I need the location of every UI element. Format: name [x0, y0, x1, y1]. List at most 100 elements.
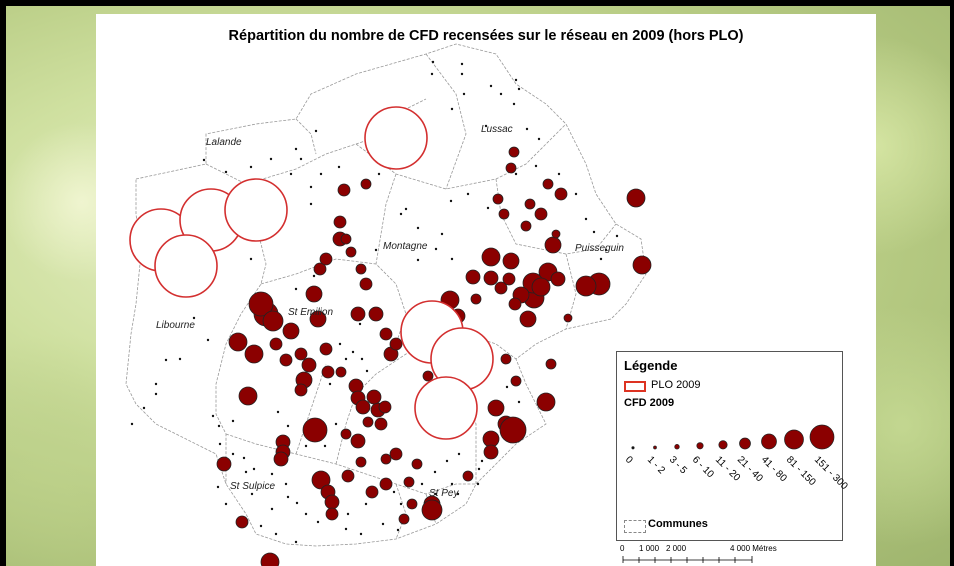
legend-class-label: 41 - 80 — [759, 454, 789, 484]
cfd-small-dot — [480, 459, 484, 463]
cfd-small-dot — [304, 444, 308, 448]
cfd-small-dot — [286, 424, 290, 428]
cfd-small-dot — [244, 470, 248, 474]
cfd-circle — [500, 353, 512, 365]
cfd-small-dot — [294, 287, 298, 291]
commune-label-lalande: Lalande — [206, 137, 242, 148]
plo-swatch — [624, 381, 646, 392]
cfd-small-dot — [604, 248, 608, 252]
cfd-small-dot — [142, 406, 146, 410]
cfd-small-dot — [615, 234, 619, 238]
cfd-small-dot — [154, 382, 158, 386]
cfd-small-dot — [499, 92, 503, 96]
cfd-small-dot — [274, 532, 278, 536]
cfd-circle — [362, 416, 374, 428]
cfd-small-dot — [337, 165, 341, 169]
cfd-circle — [519, 310, 537, 328]
cfd-small-dot — [323, 444, 327, 448]
cfd-small-dot — [434, 492, 438, 496]
cfd-small-dot — [130, 422, 134, 426]
cfd-circle — [551, 229, 561, 239]
legend-cfd-symbol — [696, 442, 704, 450]
cfd-small-dot — [457, 452, 461, 456]
cfd-circle — [389, 447, 403, 461]
plo-legend-label: PLO 2009 — [651, 379, 701, 391]
cfd-circle — [550, 271, 566, 287]
cfd-small-dot — [202, 158, 206, 162]
cfd-small-dot — [574, 192, 578, 196]
cfd-circle — [421, 499, 443, 521]
cfd-small-dot — [218, 442, 222, 446]
cfd-small-dot — [294, 540, 298, 544]
cfd-circle — [324, 494, 340, 510]
cfd-small-dot — [537, 137, 541, 141]
cfd-circle — [534, 207, 548, 221]
cfd-small-dot — [269, 157, 273, 161]
cfd-small-dot — [295, 501, 299, 505]
cfd-circle — [378, 400, 392, 414]
cfd-small-dot — [328, 382, 332, 386]
cfd-circle — [520, 220, 532, 232]
cfd-circle — [481, 247, 501, 267]
cfd-circle — [462, 470, 474, 482]
cfd-circle — [508, 146, 520, 158]
cfd-small-dot — [592, 230, 596, 234]
cfd-small-dot — [381, 522, 385, 526]
cfd-small-dot — [476, 482, 480, 486]
cfd-circle — [305, 285, 323, 303]
cfd-circle — [494, 281, 508, 295]
cfd-circle — [379, 327, 393, 341]
cfd-circle — [325, 507, 339, 521]
cfd-small-dot — [314, 129, 318, 133]
cfd-circle — [355, 456, 367, 468]
cfd-small-dot — [270, 472, 274, 476]
scale-label-1000: 1 000 — [639, 544, 660, 553]
cfd-small-dot — [450, 257, 454, 261]
cfd-small-dot — [431, 60, 435, 64]
cfd-small-dot — [450, 107, 454, 111]
cfd-legend-title: CFD 2009 — [624, 397, 675, 409]
cfd-circle — [403, 476, 415, 488]
legend-title: Légende — [624, 358, 678, 373]
legend-class-label: 81 - 150 — [784, 454, 818, 488]
cfd-small-dot — [270, 507, 274, 511]
legend-class-label: 3 - 5 — [667, 454, 689, 476]
cfd-circle — [632, 255, 652, 275]
cfd-circle — [502, 252, 520, 270]
cfd-small-dot — [249, 165, 253, 169]
cfd-small-dot — [154, 392, 158, 396]
cfd-circle — [301, 357, 317, 373]
cfd-circle — [228, 332, 248, 352]
cfd-small-dot — [416, 226, 420, 230]
cfd-small-dot — [434, 247, 438, 251]
cfd-small-dot — [316, 520, 320, 524]
legend-cfd-symbol — [809, 424, 835, 450]
cfd-small-dot — [249, 257, 253, 261]
cfd-small-dot — [489, 84, 493, 88]
cfd-circle — [626, 188, 646, 208]
cfd-small-dot — [456, 492, 460, 496]
cfd-circle — [333, 215, 347, 229]
cfd-circles — [216, 146, 652, 566]
cfd-small-dot — [505, 385, 509, 389]
cfd-small-dot — [440, 232, 444, 236]
cfd-circle — [465, 269, 481, 285]
cfd-small-dot — [462, 92, 466, 96]
cfd-small-dot — [514, 78, 518, 82]
cfd-small-dot — [374, 248, 378, 252]
communes-legend-label: Communes — [648, 518, 708, 530]
communes-swatch — [624, 520, 646, 533]
scale-label-4000: 4 000 Métres — [730, 544, 777, 553]
cfd-circle — [319, 342, 333, 356]
cfd-circle — [355, 399, 371, 415]
cfd-small-dot — [404, 207, 408, 211]
cfd-small-dot — [534, 164, 538, 168]
cfd-small-dot — [309, 202, 313, 206]
cfd-small-dot — [514, 172, 518, 176]
scale-label-2000: 2 000 — [666, 544, 687, 553]
cfd-small-dot — [486, 206, 490, 210]
cfd-small-dot — [231, 419, 235, 423]
cfd-circle — [554, 187, 568, 201]
cfd-small-dot — [192, 316, 196, 320]
